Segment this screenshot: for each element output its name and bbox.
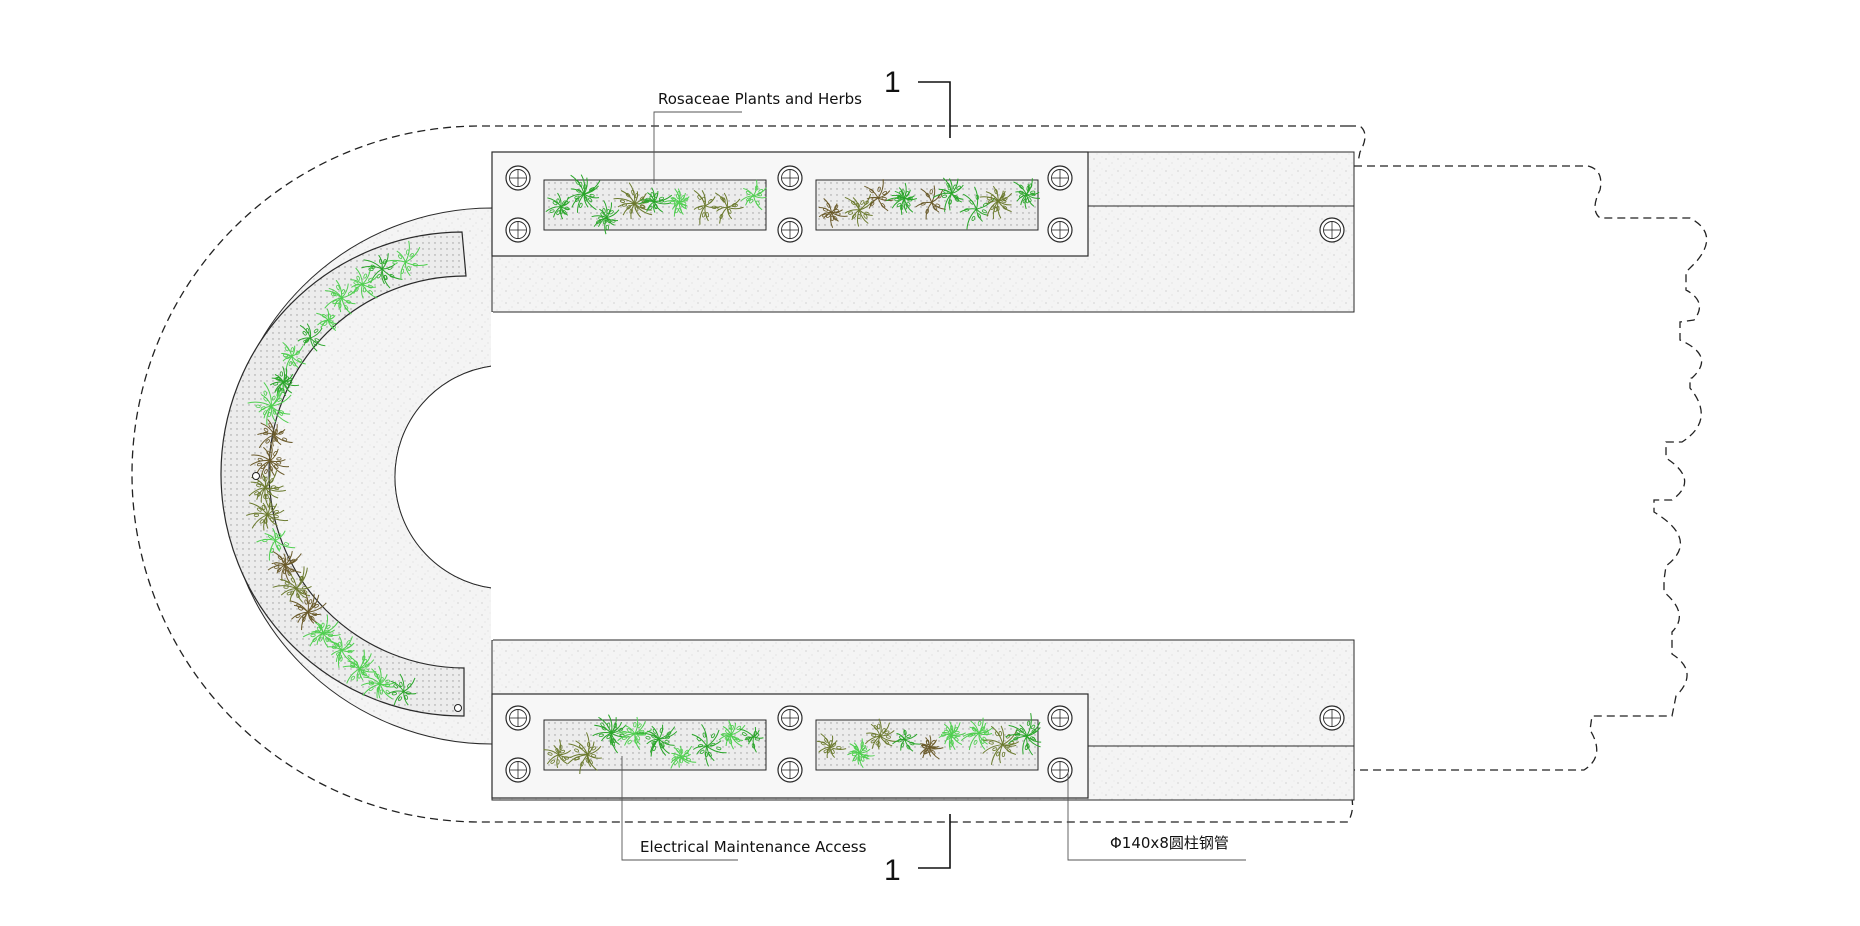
plant-cluster-icon [360,665,397,700]
plant-cluster-icon [246,497,289,531]
column-pipe-icon [777,165,803,191]
leader-pipe [1067,772,1246,861]
column-pipe-icon [1047,217,1073,243]
anchor-point [252,472,260,480]
plant-cluster-icon [638,187,673,213]
plant-cluster-icon [714,192,744,224]
plant-cluster-icon [636,724,678,757]
plant-cluster-icon [567,732,602,774]
plant-cluster-icon [381,240,428,279]
plant-cluster-icon [844,193,873,227]
column-pipe-icon [505,217,531,243]
plant-cluster-icon [361,253,403,289]
plant-cluster-icon [818,198,848,228]
column-pipe-icon [505,705,531,731]
section-marker-bottom [918,814,951,869]
column-pipes [505,165,1345,783]
column-pipe-icon [505,757,531,783]
plant-cluster-icon [248,470,286,509]
courtyard [394,365,493,589]
plant-cluster-icon [543,739,573,769]
plant-cluster-icon [741,179,767,211]
plant-cluster-icon [739,726,764,753]
plant-cluster-icon [979,185,1013,220]
plant-clusters [246,174,1042,774]
plant-cluster-icon [670,745,697,769]
plant-cluster-icon [892,729,921,752]
column-pipe-icon [777,757,803,783]
plant-cluster-icon [249,441,290,479]
section-label-top: 1 [884,66,901,99]
column-pipe-icon [1047,165,1073,191]
label-electrical: Electrical Maintenance Access [640,838,867,856]
plant-cluster-icon [960,717,994,751]
plant-cluster-icon [864,718,899,750]
plant-cluster-icon [1005,712,1042,756]
label-pipe: Φ140x8圆柱钢管 [1110,834,1229,852]
plant-cluster-icon [938,721,966,751]
plant-cluster-icon [247,382,292,426]
column-pipe-icon [1047,705,1073,731]
column-pipe-icon [1319,705,1345,731]
label-rosaceae: Rosaceae Plants and Herbs [658,90,862,108]
plant-cluster-icon [388,673,417,706]
plant-cluster-icon [281,341,306,372]
plant-cluster-icon [718,719,746,750]
plant-cluster-icon [350,265,379,299]
plant-cluster-icon [567,174,601,213]
plant-cluster-icon [272,566,312,603]
plant-cluster-icon [591,200,620,235]
column-pipe-icon [1047,757,1073,783]
column-pipe-icon [505,165,531,191]
leader-electrical [621,756,738,861]
column-pipe-icon [777,217,803,243]
plant-cluster-icon [316,308,337,332]
plant-cluster-icon [816,733,847,759]
plant-cluster-icon [297,323,326,352]
plant-cluster-icon [663,188,690,217]
section-label-bottom: 1 [884,854,901,887]
plant-cluster-icon [886,182,918,215]
plant-cluster-icon [324,279,356,315]
column-pipe-icon [777,705,803,731]
plant-cluster-icon [1013,178,1041,210]
plant-cluster-icon [982,725,1020,765]
plant-cluster-icon [919,735,944,760]
leader-rosaceae [653,111,742,184]
plant-cluster-icon [289,590,327,631]
anchor-point [454,704,462,712]
plant-cluster-icon [864,179,894,212]
plant-cluster-icon [302,614,341,648]
plant-cluster-icon [847,738,875,769]
site-boundary-dashed [131,125,1366,823]
plant-cluster-icon [691,724,727,767]
plant-cluster-icon [915,185,946,220]
plant-cluster-icon [342,649,377,684]
plant-cluster-icon [932,177,964,212]
section-marker-top [918,81,951,138]
plant-cluster-icon [256,527,296,561]
plant-cluster-icon [545,192,571,220]
column-pipe-icon [1319,217,1345,243]
adjacent-outline-dashed [1326,165,1708,771]
plant-cluster-icon [257,419,293,449]
plant-cluster-icon [267,550,302,583]
planter-bed-top-right [815,179,1039,231]
plant-cluster-icon [326,636,355,668]
